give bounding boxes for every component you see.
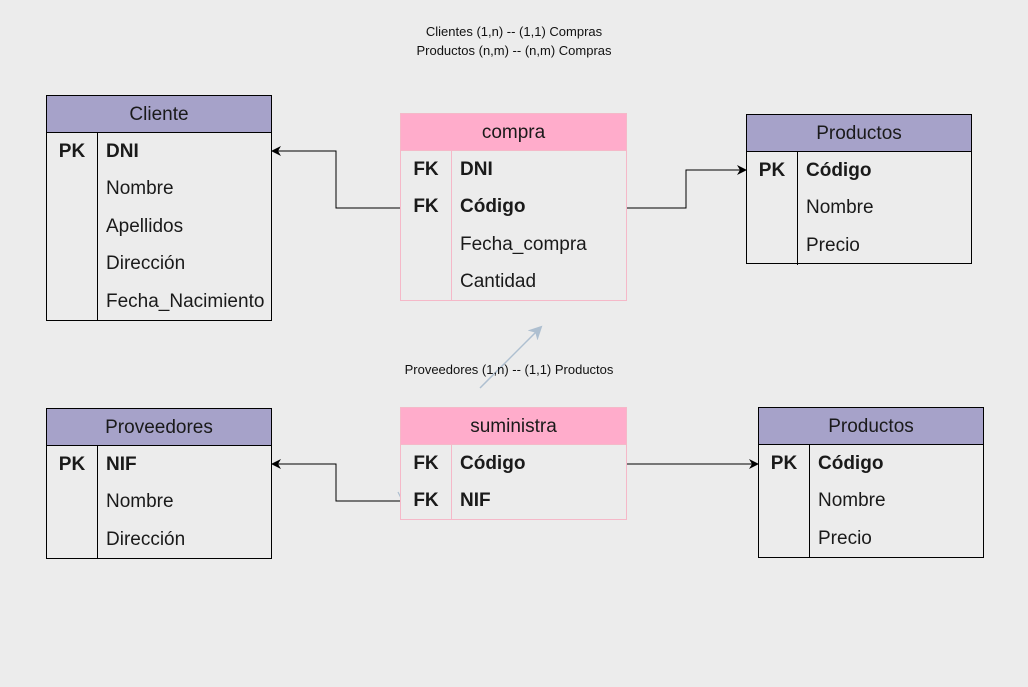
key-label: FK bbox=[413, 490, 439, 512]
table-row[interactable]: Precio bbox=[759, 520, 983, 558]
table-row[interactable]: Fecha_compra bbox=[401, 226, 626, 264]
field-label: Código bbox=[806, 159, 872, 181]
table-row[interactable]: Nombre bbox=[47, 171, 271, 209]
table-row[interactable]: PK NIF bbox=[47, 446, 271, 484]
table-proveedores[interactable]: Proveedores PK NIF Nombre Dirección bbox=[46, 408, 272, 559]
field-label: Dirección bbox=[106, 253, 186, 275]
table-title: suministra bbox=[401, 408, 626, 445]
table-row[interactable]: Fecha_Nacimiento bbox=[47, 283, 271, 321]
table-row[interactable]: Precio bbox=[747, 227, 971, 265]
table-row[interactable]: Dirección bbox=[47, 521, 271, 559]
table-row[interactable]: PK Código bbox=[747, 152, 971, 190]
table-cliente[interactable]: Cliente PK DNI Nombre Apellidos Direcció… bbox=[46, 95, 272, 321]
field-label: Nombre bbox=[106, 491, 174, 513]
table-title: Proveedores bbox=[47, 409, 271, 446]
field-label: Código bbox=[460, 196, 526, 218]
table-row[interactable]: FK NIF bbox=[401, 483, 626, 521]
edge-compra-productos bbox=[627, 165, 747, 209]
table-title: Cliente bbox=[47, 96, 271, 133]
key-label: FK bbox=[413, 452, 439, 474]
table-compra[interactable]: compra FK DNI FK Código Fecha_compra Can… bbox=[400, 113, 627, 301]
table-row[interactable]: Nombre bbox=[47, 484, 271, 522]
key-label: PK bbox=[58, 453, 86, 475]
field-label: Fecha_Nacimiento bbox=[106, 290, 265, 312]
field-label: Fecha_compra bbox=[460, 233, 587, 255]
field-label: Nombre bbox=[106, 178, 174, 200]
field-label: Nombre bbox=[818, 490, 886, 512]
table-suministra[interactable]: suministra FK Código FK NIF bbox=[400, 407, 627, 520]
edge-suministra-proveedores bbox=[271, 459, 400, 502]
table-row[interactable]: PK Código bbox=[759, 445, 983, 483]
field-label: Código bbox=[460, 452, 526, 474]
field-label: Cantidad bbox=[460, 271, 537, 293]
table-row[interactable]: Nombre bbox=[747, 190, 971, 228]
note-line-proveedores: Proveedores (1,n) -- (1,1) Productos bbox=[404, 362, 614, 377]
table-title: Productos bbox=[747, 115, 971, 152]
table-row[interactable]: PK DNI bbox=[47, 133, 271, 171]
field-label: Dirección bbox=[106, 528, 186, 550]
table-title: Productos bbox=[759, 408, 983, 445]
key-label: PK bbox=[758, 159, 786, 181]
table-row[interactable]: Dirección bbox=[47, 246, 271, 284]
table-row[interactable]: Apellidos bbox=[47, 208, 271, 246]
note-line-productos: Productos (n,m) -- (n,m) Compras bbox=[416, 43, 612, 58]
field-label: Nombre bbox=[806, 197, 874, 219]
key-label: FK bbox=[413, 196, 439, 218]
cardinality-note: Clientes (1,n) -- (1,1) Compras Producto… bbox=[380, 22, 648, 60]
field-label: Precio bbox=[818, 527, 872, 549]
key-label: PK bbox=[770, 452, 798, 474]
table-row[interactable]: Nombre bbox=[759, 483, 983, 521]
edge-compra-cliente bbox=[271, 146, 400, 209]
cardinality-note-proveedores: Proveedores (1,n) -- (1,1) Productos bbox=[375, 360, 643, 379]
note-line-clientes: Clientes (1,n) -- (1,1) Compras bbox=[425, 24, 603, 39]
table-row[interactable]: FK Código bbox=[401, 189, 626, 227]
key-label: PK bbox=[58, 140, 86, 162]
table-row[interactable]: FK Código bbox=[401, 445, 626, 483]
table-productos-bottom[interactable]: Productos PK Código Nombre Precio bbox=[758, 407, 984, 558]
field-label: DNI bbox=[460, 158, 493, 180]
field-label: Apellidos bbox=[106, 215, 184, 237]
table-productos-top[interactable]: Productos PK Código Nombre Precio bbox=[746, 114, 972, 265]
field-label: NIF bbox=[460, 490, 491, 512]
field-label: Código bbox=[818, 452, 884, 474]
key-label: FK bbox=[413, 158, 439, 180]
field-label: NIF bbox=[106, 453, 137, 475]
table-title: compra bbox=[401, 114, 626, 151]
table-row[interactable]: FK DNI bbox=[401, 151, 626, 189]
field-label: DNI bbox=[106, 140, 139, 162]
table-row[interactable]: Cantidad bbox=[401, 264, 626, 302]
field-label: Precio bbox=[806, 234, 860, 256]
